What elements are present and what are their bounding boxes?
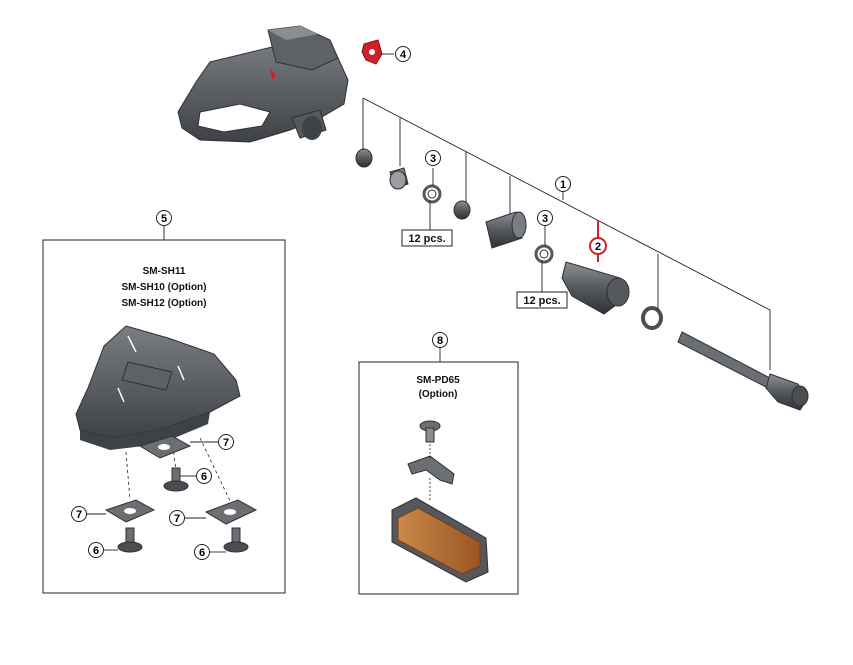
callout-4: 4 xyxy=(395,46,411,62)
svg-text:1: 1 xyxy=(560,179,566,191)
reflector-box xyxy=(358,361,519,595)
bushing-2 xyxy=(485,211,527,249)
svg-text:2: 2 xyxy=(595,241,601,253)
part-4-clip xyxy=(361,39,394,65)
quantity-label-2: 12 pcs. xyxy=(516,260,568,309)
quantity-label-1: 12 pcs. xyxy=(401,200,453,247)
svg-text:7: 7 xyxy=(174,513,180,525)
cleat xyxy=(75,325,241,450)
reflector-box-line-2: (Option) xyxy=(419,389,458,400)
callout-1: 1 xyxy=(555,176,571,192)
cleat-box-line-3: SM-SH12 (Option) xyxy=(122,298,207,309)
svg-text:6: 6 xyxy=(199,547,205,559)
bearing-ring-2 xyxy=(534,244,554,264)
cleat-screw-3 xyxy=(223,527,249,553)
reflector xyxy=(391,497,489,583)
cleat-washer-2 xyxy=(104,499,156,523)
callout-7a: 7 xyxy=(218,434,234,450)
cleat-dashed-guides xyxy=(125,437,233,506)
svg-text:6: 6 xyxy=(93,545,99,557)
cleat-screw-2 xyxy=(117,527,143,553)
svg-text:3: 3 xyxy=(430,153,436,165)
callout-7c: 7 xyxy=(169,510,185,526)
bushing-1 xyxy=(389,167,409,190)
cleat-washer-3 xyxy=(204,499,258,525)
callout-8: 8 xyxy=(432,332,448,362)
washer xyxy=(641,306,663,330)
svg-text:12 pcs.: 12 pcs. xyxy=(523,295,560,307)
reflector-bracket xyxy=(407,444,455,500)
reflector-screw xyxy=(419,420,441,443)
bearing-ring-1 xyxy=(422,184,442,204)
callout-3a: 3 xyxy=(425,150,441,166)
callout-6b: 6 xyxy=(88,542,104,558)
callout-6c: 6 xyxy=(194,544,210,560)
callout-6a: 6 xyxy=(196,468,212,484)
cleat-box-line-2: SM-SH10 (Option) xyxy=(122,282,207,293)
cleat-box xyxy=(42,239,286,594)
cleat-box-line-1: SM-SH11 xyxy=(143,266,186,277)
leader-lines xyxy=(362,97,771,370)
callout-5: 5 xyxy=(156,210,172,240)
small-nut-2 xyxy=(453,200,471,220)
small-nut xyxy=(355,148,373,168)
svg-text:5: 5 xyxy=(161,213,167,225)
svg-text:12 pcs.: 12 pcs. xyxy=(408,233,445,245)
callout-2: 2 xyxy=(589,237,607,255)
callout-3b: 3 xyxy=(537,210,553,226)
axle-sleeve xyxy=(561,261,630,315)
svg-text:7: 7 xyxy=(76,509,82,521)
pedal-body xyxy=(177,25,349,143)
spindle xyxy=(677,331,809,411)
cleat-screw-1 xyxy=(163,467,189,492)
svg-text:3: 3 xyxy=(542,213,548,225)
svg-text:7: 7 xyxy=(223,437,229,449)
reflector-box-line-1: SM-PD65 xyxy=(416,375,460,386)
svg-text:4: 4 xyxy=(400,49,407,61)
cleat-washer-1 xyxy=(138,435,192,459)
cleat-leaders xyxy=(86,441,226,553)
callout-7b: 7 xyxy=(71,506,87,522)
svg-text:8: 8 xyxy=(437,335,443,347)
svg-text:6: 6 xyxy=(201,471,207,483)
